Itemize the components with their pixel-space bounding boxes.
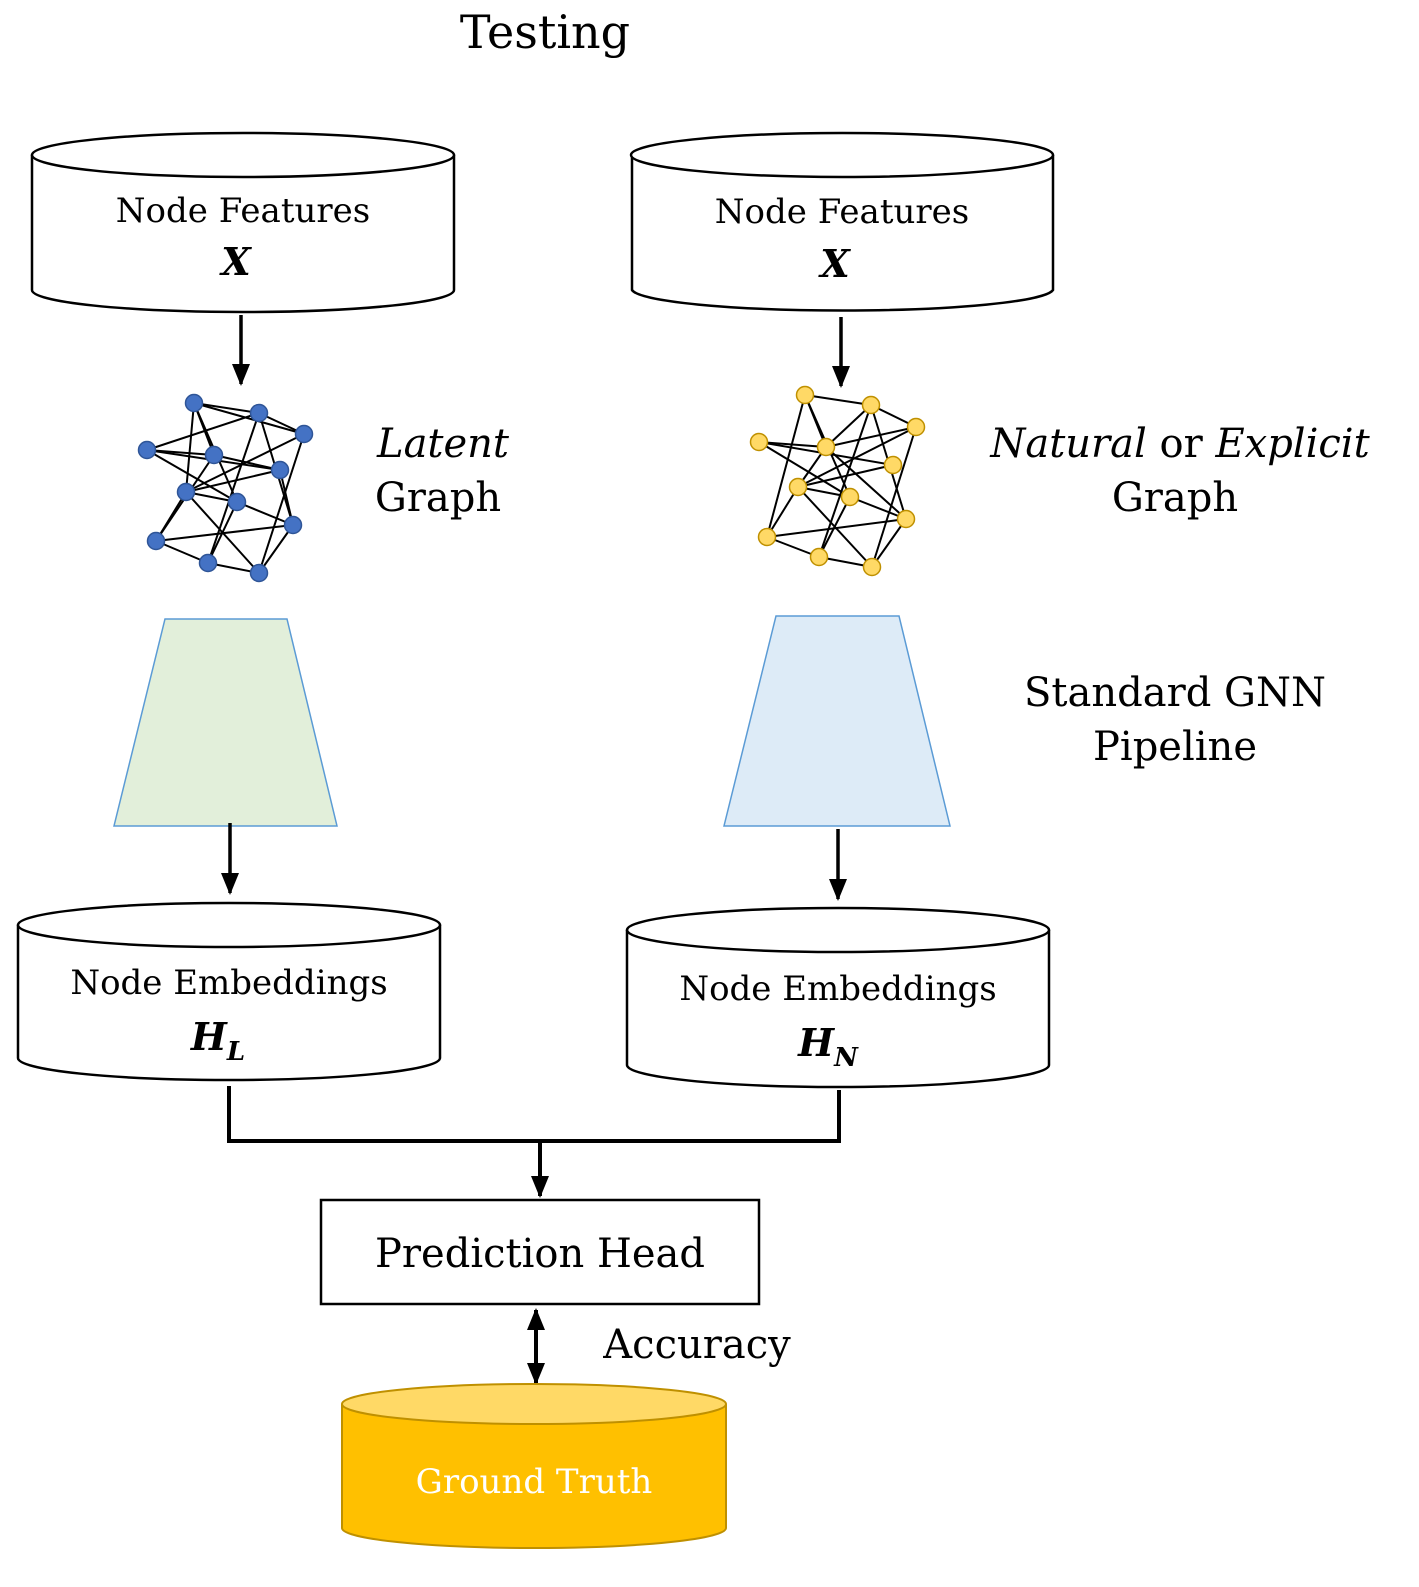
- right-node-features-label: Node Features: [715, 192, 969, 232]
- prediction-head-box: Prediction Head: [319, 1198, 761, 1306]
- latent-graph: [137, 393, 314, 583]
- prediction-head-label: Prediction Head: [375, 1231, 705, 1277]
- accuracy-label: Accuracy: [602, 1322, 791, 1368]
- natural-graph-label-line1: Natural or Explicit: [989, 421, 1370, 467]
- latent-graph-nodes: [137, 393, 314, 583]
- right-node-embeddings-symbol: HN: [797, 1020, 859, 1073]
- latent-graph-label-line2: Graph: [375, 475, 501, 521]
- ground-truth-cylinder: Ground Truth: [341, 1383, 727, 1549]
- left-node-features-label: Node Features: [116, 191, 370, 231]
- right-node-embeddings-label: Node Embeddings: [679, 969, 996, 1009]
- diagram-title: Testing: [460, 5, 630, 59]
- pipeline-label-line1: Standard GNN: [1024, 670, 1326, 716]
- left-node-features-symbol: X: [219, 239, 252, 284]
- natural-graph-edges: [758, 394, 917, 568]
- merge-connector: [227, 1086, 841, 1143]
- right-node-features-cylinder: Node Features X: [629, 131, 1055, 312]
- latent-graph-label-line1: Latent: [376, 421, 510, 467]
- left-node-features-cylinder: Node Features X: [30, 131, 456, 314]
- natural-graph-nodes: [749, 385, 926, 577]
- left-node-embeddings-cylinder: Node Embeddings HL: [16, 901, 442, 1082]
- right-gnn-trapezoid: [723, 615, 951, 827]
- right-node-embeddings-cylinder: Node Embeddings HN: [625, 906, 1051, 1089]
- ground-truth-label: Ground Truth: [416, 1462, 653, 1502]
- pipeline-label-line2: Pipeline: [1093, 724, 1257, 770]
- right-node-features-symbol: X: [818, 241, 851, 286]
- left-gnn-trapezoid: [113, 618, 338, 827]
- left-node-embeddings-label: Node Embeddings: [70, 963, 387, 1003]
- left-node-embeddings-symbol: HL: [190, 1014, 245, 1067]
- natural-graph: [749, 385, 926, 577]
- natural-graph-label-line2: Graph: [1112, 475, 1238, 521]
- latent-graph-edges: [146, 402, 305, 574]
